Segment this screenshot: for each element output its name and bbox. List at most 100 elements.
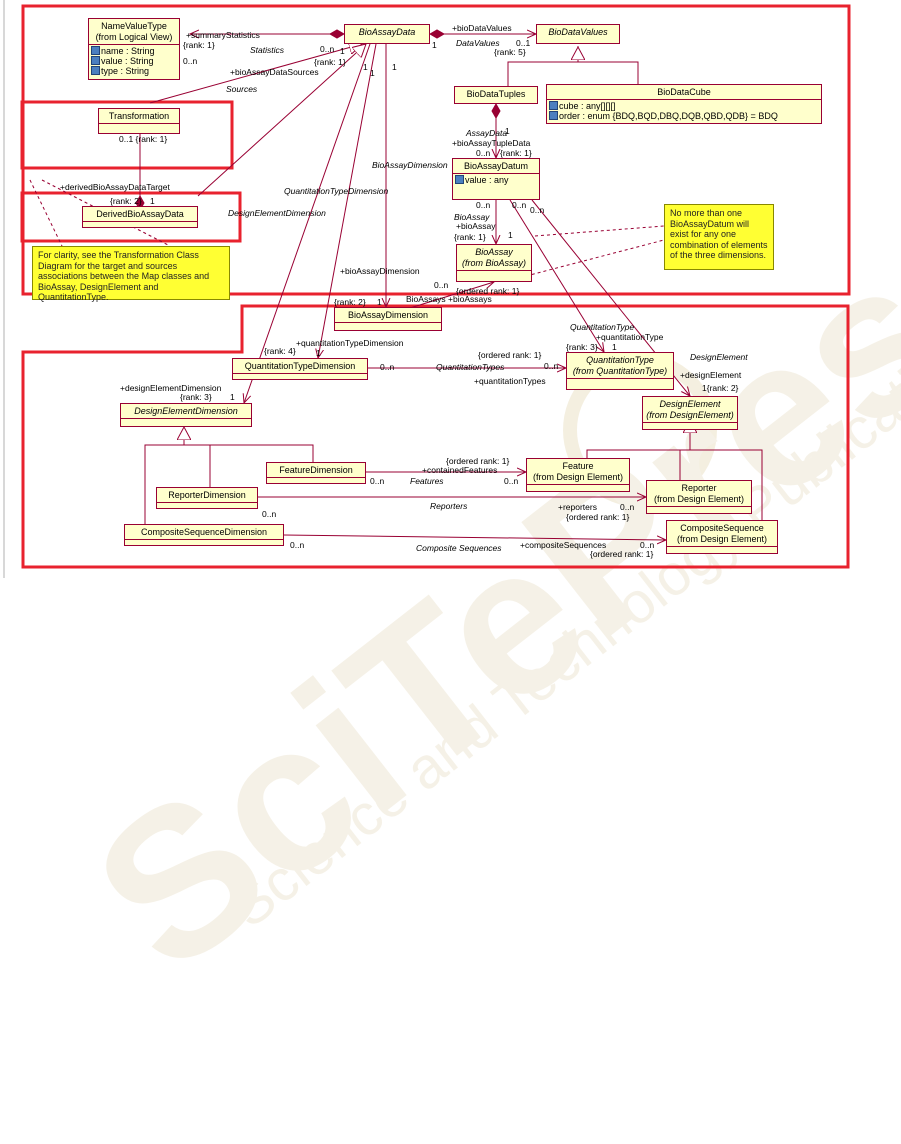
class-derived-bio-assay-data[interactable]: DerivedBioAssayData	[82, 206, 198, 228]
multiplicity-label: 1	[508, 230, 513, 240]
constraint-label: {rank: 3}	[566, 342, 598, 352]
class-name: QuantitationType	[586, 355, 654, 365]
role-label: +bioAssayDimension	[340, 266, 420, 276]
class-reporter-dimension[interactable]: ReporterDimension	[156, 487, 258, 509]
class-name-value-type[interactable]: NameValueType(from Logical View) name : …	[88, 18, 180, 80]
multiplicity-label: 1	[505, 126, 510, 136]
assoc-composite	[283, 534, 666, 540]
class-bio-assay[interactable]: BioAssay(from BioAssay)	[456, 244, 532, 282]
attribute: cube : any[][][]	[549, 101, 819, 111]
class-name: Feature	[562, 461, 594, 471]
multiplicity-label: 0..n	[530, 205, 545, 215]
association-name: QuantitationTypeDimension	[284, 186, 389, 196]
class-package: (from Design Element)	[532, 472, 624, 482]
attribute-icon	[91, 56, 100, 65]
class-name: BioAssayDatum	[453, 159, 539, 174]
class-quantitation-type[interactable]: QuantitationType(from QuantitationType)	[566, 352, 674, 390]
constraint-label: {rank: 5}	[494, 47, 526, 57]
assoc-de-dimension	[244, 43, 371, 403]
multiplicity-label: 1	[230, 392, 235, 402]
constraint-label: {rank: 1}	[314, 57, 346, 67]
role-label: +bioDataValues	[452, 23, 512, 33]
class-package: (from Design Element)	[653, 494, 745, 504]
class-feature[interactable]: Feature(from Design Element)	[526, 458, 630, 492]
association-name: DesignElementDimension	[228, 208, 326, 218]
multiplicity-label: 1	[363, 62, 368, 72]
role-label: +summaryStatistics	[186, 30, 260, 40]
association-name: QuantitationType	[570, 322, 635, 332]
constraint-label: {rank: 2}	[110, 196, 142, 206]
class-name: CompositeSequence	[680, 523, 764, 533]
multiplicity-label: 0..n	[476, 148, 491, 158]
class-bio-assay-dimension[interactable]: BioAssayDimension	[334, 307, 442, 331]
association-name: QuantitationTypes	[436, 362, 505, 372]
constraint-label: {rank: 2}	[334, 297, 366, 307]
class-quantitation-type-dimension[interactable]: QuantitationTypeDimension	[232, 358, 368, 380]
class-name: FeatureDimension	[267, 463, 365, 478]
attribute-icon	[455, 175, 464, 184]
class-bio-data-cube[interactable]: BioDataCube cube : any[][][] order : enu…	[546, 84, 822, 124]
multiplicity-label: 0..n	[504, 476, 519, 486]
class-name: NameValueType	[101, 21, 167, 31]
role-label: +compositeSequences	[520, 540, 607, 550]
class-package: (from DesignElement)	[646, 410, 734, 420]
constraint-label: {ordered rank: 1}	[566, 512, 630, 522]
class-design-element-dimension[interactable]: DesignElementDimension	[120, 403, 252, 427]
gen-de	[586, 449, 763, 520]
attribute-icon	[549, 111, 558, 120]
role-label: +bioAssayDataSources	[230, 67, 319, 77]
class-name: CompositeSequenceDimension	[125, 525, 283, 540]
class-bio-data-values[interactable]: BioDataValues	[536, 24, 620, 44]
class-bio-data-tuples[interactable]: BioDataTuples	[454, 86, 538, 104]
class-name: ReporterDimension	[157, 488, 257, 503]
attribute-icon	[549, 101, 558, 110]
class-feature-dimension[interactable]: FeatureDimension	[266, 462, 366, 484]
class-design-element[interactable]: DesignElement(from DesignElement)	[642, 396, 738, 430]
multiplicity-label: 0..n	[380, 362, 395, 372]
association-name: Statistics	[250, 45, 285, 55]
class-name: DesignElementDimension	[121, 404, 251, 419]
multiplicity-label: 0..1	[516, 38, 531, 48]
role-label: +bioAssayTupleData	[452, 138, 531, 148]
multiplicity-label: 0..1 {rank: 1}	[119, 134, 168, 144]
multiplicity-label: 0..n	[640, 540, 655, 550]
role-label: +reporters	[558, 502, 597, 512]
multiplicity-label: 1	[316, 348, 321, 358]
constraint-label: {rank: 1}	[183, 40, 215, 50]
class-name: Transformation	[99, 109, 179, 124]
note-datum: No more than one BioAssayDatum will exis…	[664, 204, 774, 270]
class-name: DerivedBioAssayData	[83, 207, 197, 222]
attribute-icon	[91, 66, 100, 75]
class-composite-sequence-dimension[interactable]: CompositeSequenceDimension	[124, 524, 284, 546]
class-bio-assay-data[interactable]: BioAssayData	[344, 24, 430, 44]
class-reporter[interactable]: Reporter(from Design Element)	[646, 480, 752, 514]
class-bio-assay-datum[interactable]: BioAssayDatum value : any	[452, 158, 540, 200]
association-name: DesignElement	[690, 352, 748, 362]
multiplicity-label: 1	[432, 40, 437, 50]
role-label: +designElementDimension	[120, 383, 222, 393]
frame-bottom	[21, 304, 850, 569]
role-label: +containedFeatures	[422, 465, 498, 475]
constraint-label: {rank: 3}	[180, 392, 212, 402]
association-name: BioAssayDimension	[372, 160, 448, 170]
constraint-label: {rank: 1}	[500, 148, 532, 158]
class-package: (from Logical View)	[95, 32, 173, 42]
attribute: value : String	[91, 56, 177, 66]
class-name: DesignElement	[659, 399, 721, 409]
class-composite-sequence[interactable]: CompositeSequence(from Design Element)	[666, 520, 778, 554]
class-transformation[interactable]: Transformation	[98, 108, 180, 134]
association-name: Sources	[226, 84, 258, 94]
constraint-label: 1{rank: 2}	[702, 383, 739, 393]
class-name: BioDataCube	[547, 85, 821, 100]
constraint-label: {rank: 1}	[454, 232, 486, 242]
role-label: +designElement	[680, 370, 742, 380]
frame-derived	[20, 191, 242, 243]
association-name: BioAssay	[454, 212, 490, 222]
multiplicity-label: 0..n	[476, 200, 491, 210]
assoc-sources	[149, 44, 362, 104]
assoc-qt-dimension	[318, 43, 377, 358]
role-label: +quantitationTypes	[474, 376, 546, 386]
multiplicity-label: 1	[150, 196, 155, 206]
association-name: Composite Sequences	[416, 543, 502, 553]
